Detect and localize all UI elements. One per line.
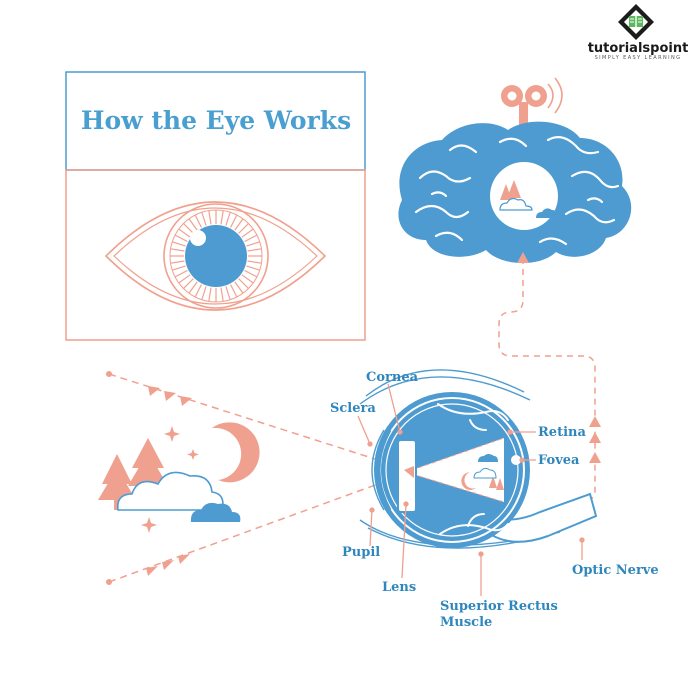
iris-spoke	[247, 248, 262, 252]
iris-spoke	[247, 260, 262, 264]
iris-spoke	[220, 210, 224, 225]
iris-spoke	[188, 281, 198, 294]
logo-book-icon	[618, 4, 654, 40]
brand-tagline: SIMPLY EASY LEARNING	[595, 55, 682, 61]
eye-front-panel	[65, 169, 366, 341]
iris-spoke	[194, 284, 203, 298]
iris-spoke	[170, 248, 185, 252]
label-lens: Lens	[382, 580, 416, 595]
label-retina: Retina	[538, 425, 586, 440]
iris-spoke	[178, 274, 191, 284]
iris-spoke	[241, 228, 254, 238]
iris-spoke	[241, 274, 254, 284]
iris-spoke	[183, 223, 194, 234]
page-title: How the Eye Works	[81, 106, 351, 135]
iris-spoke	[208, 287, 212, 302]
wind-up-key	[501, 77, 563, 128]
brand-name: tutorialspoint	[588, 41, 689, 56]
iris-spoke	[225, 212, 231, 226]
brand-logo: tutorialspoint SIMPLY EASY LEARNING	[588, 4, 689, 61]
iris-spoke	[208, 210, 212, 225]
brain-folds	[414, 135, 620, 246]
iris-spoke	[170, 260, 185, 264]
moon-icon	[212, 422, 260, 483]
iris-spoke	[194, 214, 203, 228]
eye-cross-section	[359, 369, 598, 549]
iris-spoke	[246, 241, 260, 247]
brain-vision-bubble	[490, 162, 558, 230]
iris-spoke	[229, 214, 238, 228]
iris-spoke	[244, 234, 258, 243]
label-optic-nerve: Optic Nerve	[572, 563, 659, 578]
iris-spoke	[174, 234, 188, 243]
label-pupil: Pupil	[342, 545, 380, 560]
iris-spoke	[201, 212, 207, 226]
iris-spoke	[234, 281, 244, 294]
light-rays	[106, 371, 379, 585]
brain-illustration	[398, 77, 632, 264]
label-superior-rectus-line2: Muscle	[440, 615, 492, 630]
iris-spoke	[188, 218, 198, 231]
retina-image	[461, 454, 504, 490]
iris-spoke	[234, 218, 244, 231]
iris-spoke	[238, 278, 249, 289]
title-panel: How the Eye Works	[65, 71, 366, 171]
signal-path	[498, 252, 601, 506]
outside-scene	[98, 422, 260, 533]
iris-spoke	[201, 286, 207, 300]
iris-spoke	[172, 265, 186, 271]
iris-spoke	[183, 278, 194, 289]
label-fovea: Fovea	[538, 453, 580, 468]
iris-spoke	[174, 269, 188, 278]
label-superior-rectus-line1: Superior Rectus	[440, 599, 558, 614]
iris-spoke	[238, 223, 249, 234]
cloud-icon	[116, 471, 224, 511]
iris-spoke	[225, 286, 231, 300]
label-sclera: Sclera	[330, 401, 376, 416]
iris-spoke	[229, 284, 238, 298]
tree-icons	[98, 438, 168, 510]
iris-spoke	[246, 265, 260, 271]
eye-front-icon	[104, 201, 327, 311]
iris-spoke	[244, 269, 258, 278]
iris-spoke	[220, 287, 224, 302]
iris-spoke	[178, 228, 191, 238]
sparkle-icons	[141, 426, 199, 533]
iris-spoke	[172, 241, 186, 247]
part-labels: Cornea Sclera Retina Fovea Pupil Lens Op…	[330, 370, 659, 630]
small-cloud-icon	[190, 502, 241, 522]
label-cornea: Cornea	[366, 370, 419, 385]
label-pointers	[357, 383, 585, 596]
